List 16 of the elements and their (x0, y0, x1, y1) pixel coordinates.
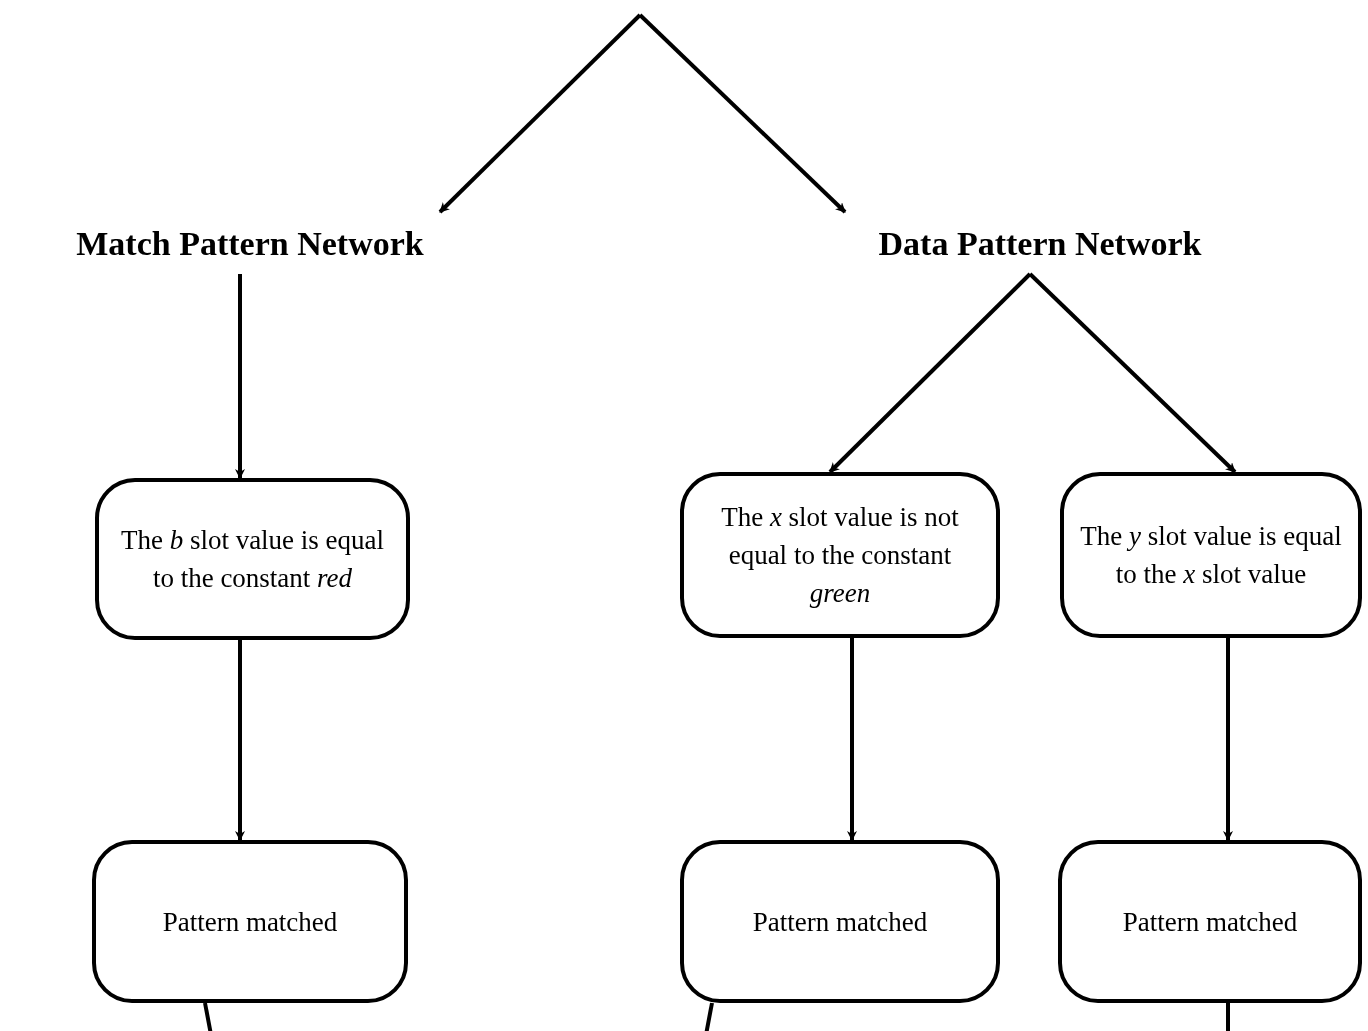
network-label: Data Pattern Network (822, 220, 1258, 266)
rounded-box: Pattern matched (1058, 840, 1362, 1003)
arrow (235, 274, 245, 479)
rounded-box: The b slot value is equal to the constant red (95, 478, 410, 640)
rounded-box: The x slot value is not equal to the constant green (680, 472, 1000, 638)
rounded-box: Pattern matched (92, 840, 408, 1003)
arrow (847, 638, 857, 841)
arrow (235, 640, 245, 841)
arrow (638, 13, 847, 214)
rounded-box: The y slot value is equal to the x slot value (1060, 472, 1362, 638)
network-label: Match Pattern Network (20, 220, 480, 266)
arrow (438, 13, 642, 214)
arrow (1223, 638, 1233, 841)
arrow (1028, 272, 1237, 474)
rounded-box: Pattern matched (680, 840, 1000, 1003)
arrow (828, 272, 1032, 474)
